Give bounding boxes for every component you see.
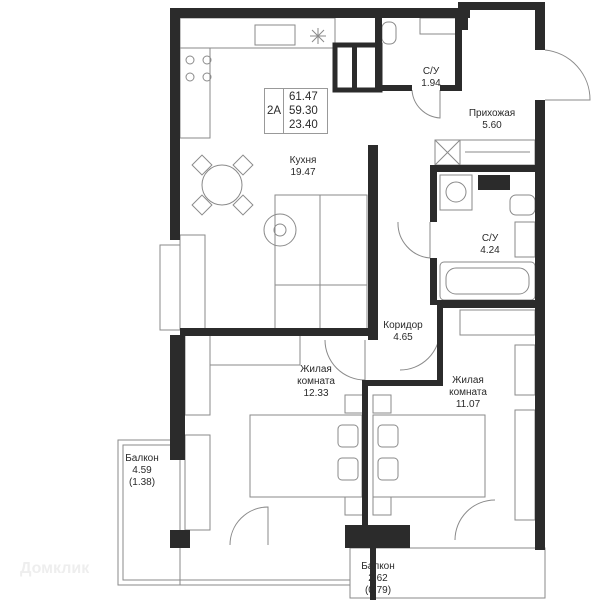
walls bbox=[170, 2, 545, 600]
living-total: 59.30 bbox=[289, 105, 318, 117]
total-area: 61.47 bbox=[289, 91, 318, 103]
balcony-bottom-edge bbox=[118, 579, 350, 586]
sofa bbox=[274, 194, 368, 331]
bed-left bbox=[249, 414, 363, 498]
bed-right bbox=[372, 414, 486, 498]
entry-door-swing bbox=[544, 49, 591, 101]
balcony-right-outline bbox=[349, 547, 546, 599]
sink bbox=[254, 24, 296, 46]
apartment-summary: 2А 61.47 59.30 23.40 bbox=[264, 88, 328, 134]
furniture bbox=[117, 17, 591, 599]
watermark: Домклик bbox=[20, 560, 90, 577]
apartment-type: 2А bbox=[265, 89, 284, 133]
living-area: 23.40 bbox=[289, 119, 318, 131]
dining-table bbox=[201, 164, 243, 206]
